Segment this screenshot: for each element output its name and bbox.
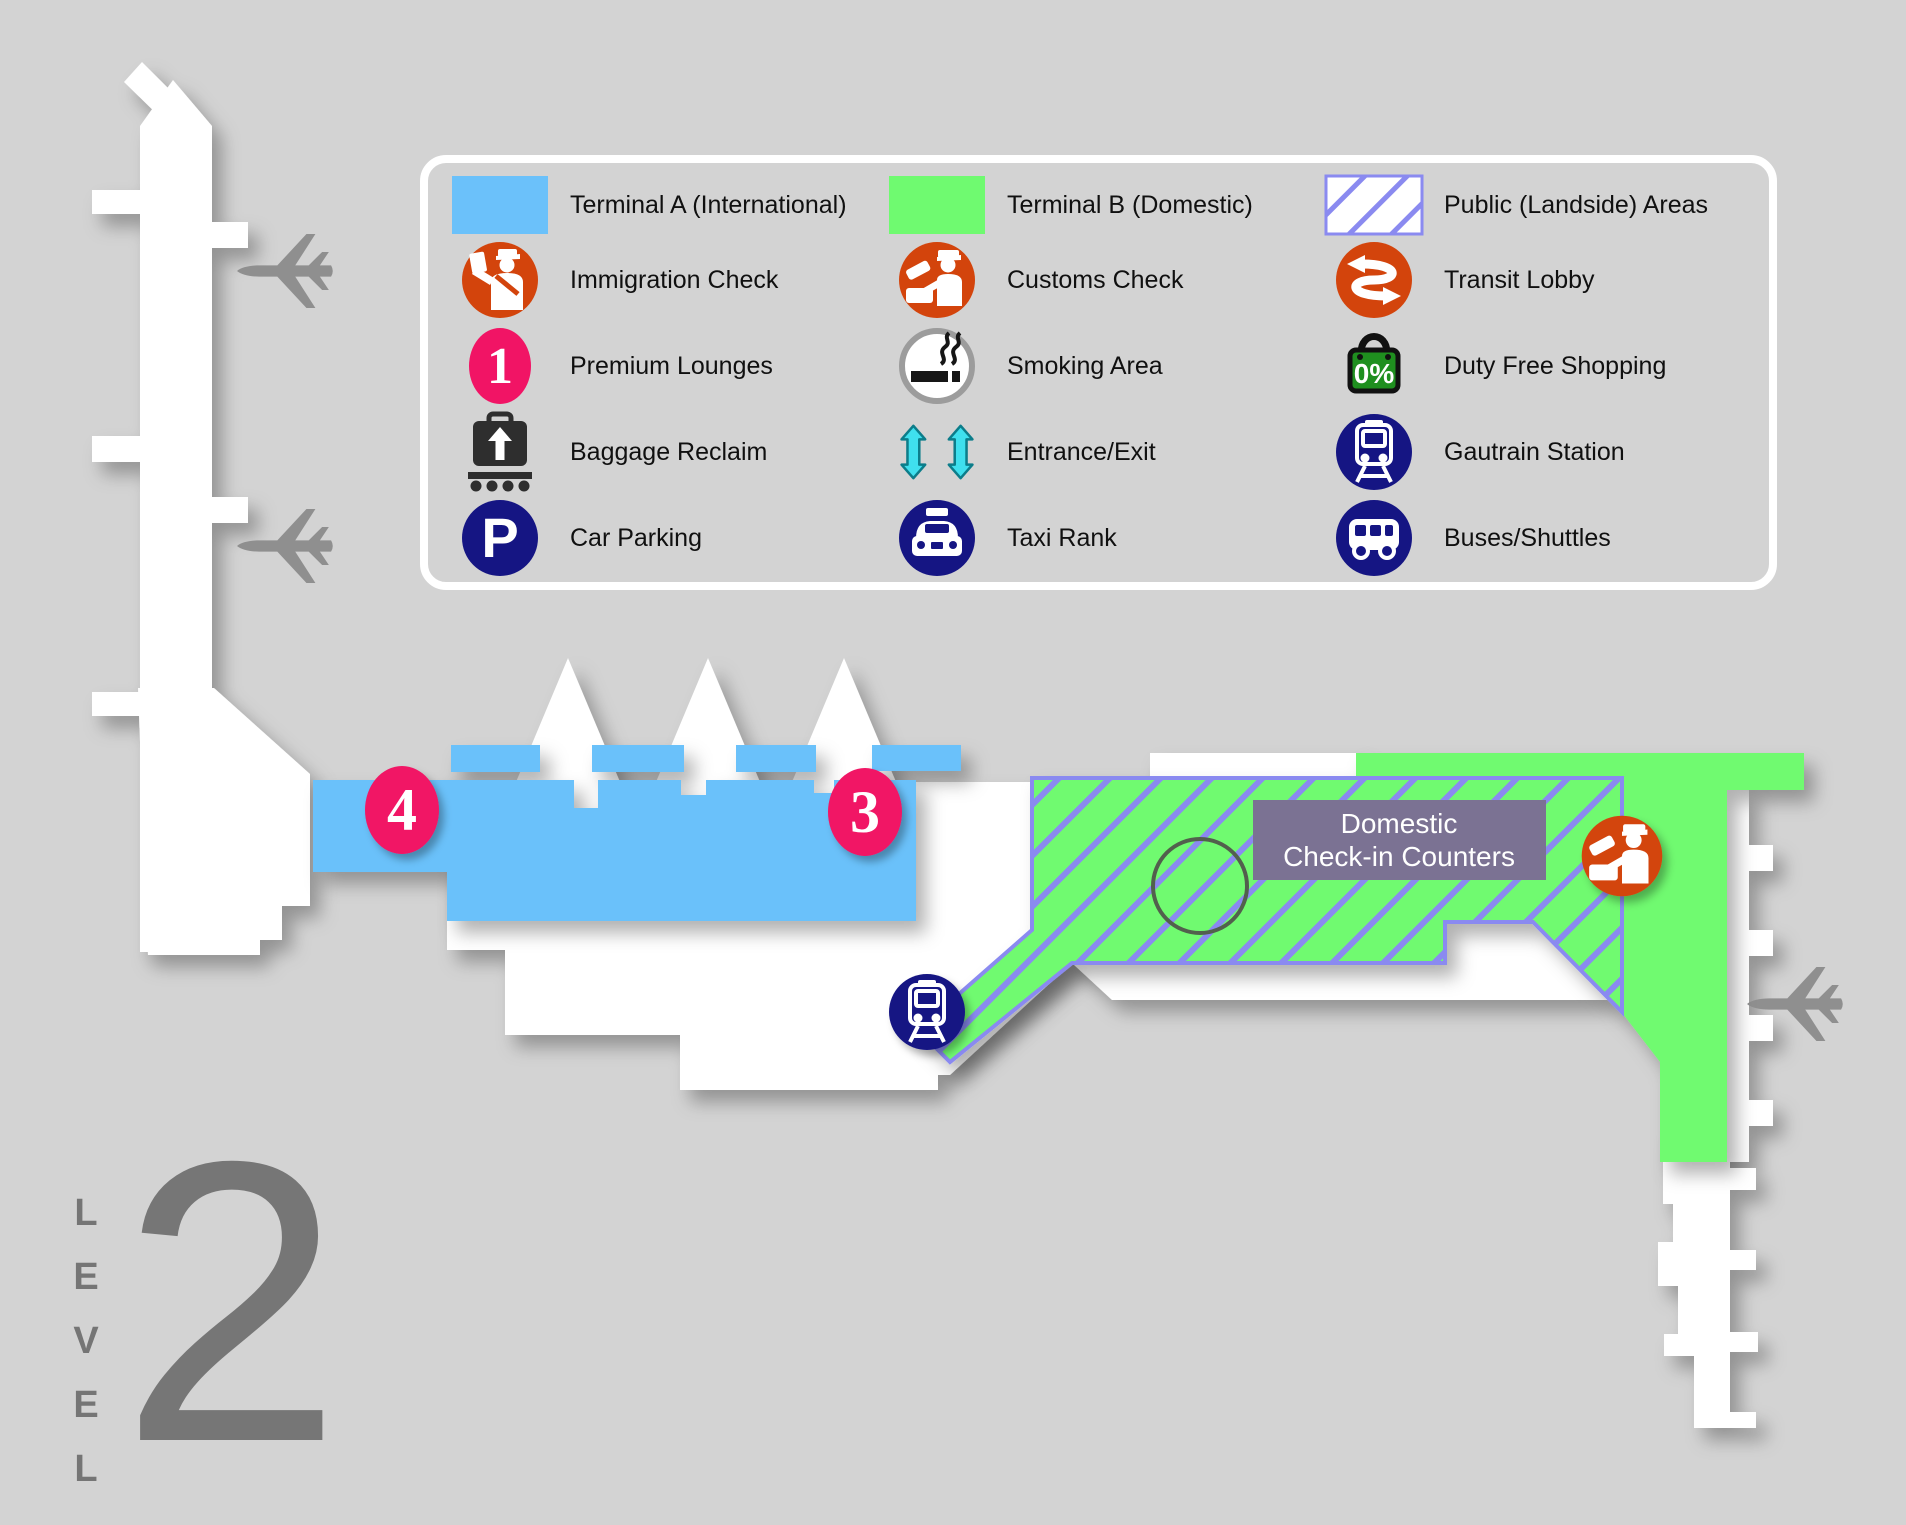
train-icon — [887, 972, 967, 1052]
legend-item-entrance-exit: Entrance/Exit — [883, 409, 1314, 495]
parking-icon — [446, 495, 554, 581]
transit-arrows-icon — [1320, 237, 1428, 323]
legend-item-customs: Customs Check — [883, 237, 1314, 323]
legend-item-baggage-reclaim: Baggage Reclaim — [446, 409, 877, 495]
legend-label: Terminal B (Domestic) — [1007, 190, 1253, 219]
legend-item-duty-free: Duty Free Shopping — [1320, 323, 1751, 409]
terminal-b-swatch — [883, 173, 991, 237]
double-arrow-icon — [883, 412, 991, 492]
legend-item-taxi-rank: Taxi Rank — [883, 495, 1314, 581]
immigration-officer-icon — [446, 237, 554, 323]
legend-label: Customs Check — [1007, 265, 1184, 294]
legend-label: Baggage Reclaim — [570, 437, 768, 466]
legend-item-terminal-b: Terminal B (Domestic) — [883, 173, 1314, 237]
legend-item-transit-lobby: Transit Lobby — [1320, 237, 1751, 323]
legend-label: Immigration Check — [570, 265, 779, 294]
legend-label: Car Parking — [570, 523, 702, 552]
legend-item-gautrain-station: Gautrain Station — [1320, 409, 1751, 495]
legend-item-car-parking: Car Parking — [446, 495, 877, 581]
shopping-bag-icon — [1320, 323, 1428, 409]
marker-number: 3 — [850, 779, 880, 845]
taxi-icon — [883, 495, 991, 581]
checkin-label-line1: Domestic — [1341, 808, 1458, 839]
train-icon — [1320, 409, 1428, 495]
checkin-hall-circle-outline — [1151, 837, 1249, 935]
legend-label: Duty Free Shopping — [1444, 351, 1667, 380]
checkin-label-line2: Check-in Counters — [1283, 841, 1515, 872]
legend-label: Terminal A (International) — [570, 190, 847, 219]
gate-marker-4: 4 — [365, 766, 439, 854]
legend-label: Public (Landside) Areas — [1444, 190, 1709, 219]
legend: Terminal A (International) Terminal B (D… — [420, 155, 1777, 590]
legend-label: Taxi Rank — [1007, 523, 1117, 552]
legend-label: Premium Lounges — [570, 351, 773, 380]
level-word: LEVEL — [65, 1192, 107, 1512]
terminal-a-area — [313, 745, 961, 921]
gate-marker-3: 3 — [828, 768, 902, 856]
customs-officer-icon — [883, 237, 991, 323]
legend-item-premium-lounges: Premium Lounges — [446, 323, 877, 409]
legend-label: Entrance/Exit — [1007, 437, 1156, 466]
legend-label: Transit Lobby — [1444, 265, 1595, 294]
hatched-swatch — [1320, 173, 1428, 237]
level-number: 2 — [120, 1078, 343, 1525]
bus-icon — [1320, 495, 1428, 581]
legend-item-terminal-a: Terminal A (International) — [446, 173, 877, 237]
right-pier — [1727, 790, 1749, 1162]
legend-label: Buses/Shuttles — [1444, 523, 1611, 552]
legend-item-public-areas: Public (Landside) Areas — [1320, 173, 1751, 237]
legend-label: Gautrain Station — [1444, 437, 1625, 466]
legend-item-buses-shuttles: Buses/Shuttles — [1320, 495, 1751, 581]
legend-item-immigration: Immigration Check — [446, 237, 877, 323]
number-1-badge-icon — [446, 323, 554, 409]
checkin-counters-label: Domestic Check-in Counters — [1253, 800, 1546, 880]
legend-item-smoking-area: Smoking Area — [883, 323, 1314, 409]
customs-officer-icon — [1581, 815, 1663, 897]
cigarette-icon — [883, 323, 991, 409]
baggage-cart-icon — [446, 409, 554, 495]
legend-label: Smoking Area — [1007, 351, 1163, 380]
marker-number: 4 — [387, 777, 417, 843]
terminal-a-swatch — [446, 173, 554, 237]
